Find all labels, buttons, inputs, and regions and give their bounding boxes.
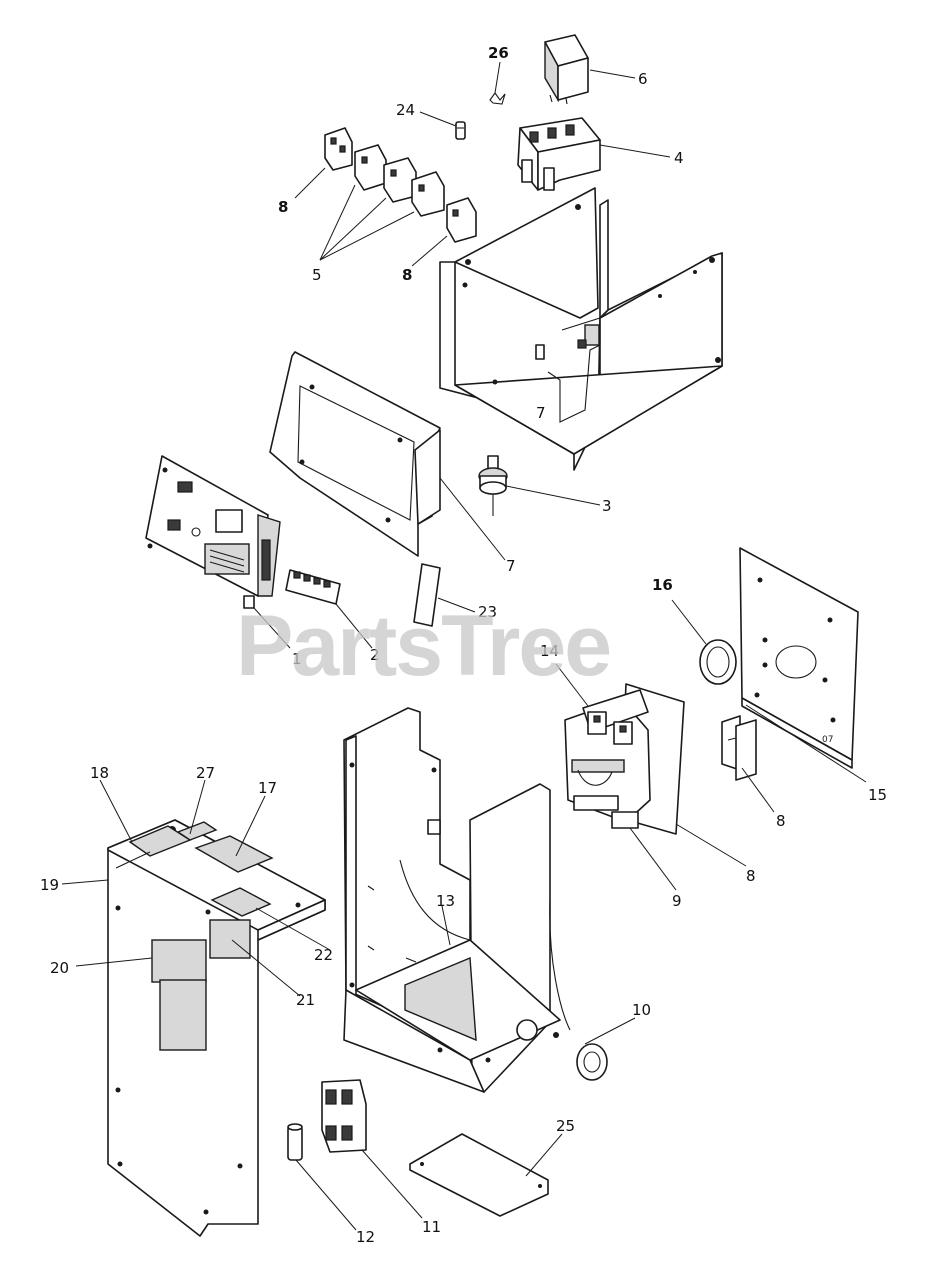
callout-3: 3 <box>602 497 612 515</box>
callout-8b: 8 <box>402 266 412 284</box>
part-6-relay[interactable] <box>544 34 589 105</box>
part-28-clip[interactable] <box>489 92 506 105</box>
callout-9: 8 <box>776 812 786 830</box>
part-12-grommet[interactable] <box>576 1043 608 1081</box>
part-8-terminal-end-b[interactable] <box>446 197 477 243</box>
callout-7b: 7 <box>506 557 516 575</box>
part-8-terminal-end-a[interactable] <box>324 127 353 171</box>
part-29-decal[interactable] <box>176 821 218 841</box>
callout-6: 6 <box>638 70 648 88</box>
callout-21: 19 <box>40 876 59 894</box>
callout-13: 11 <box>422 1218 441 1236</box>
part-26-screw[interactable] <box>455 121 466 140</box>
callout-labels: 26 6 24 4 8 5 8 7 3 7 23 1 2 16 14 15 8 … <box>40 44 887 1246</box>
callout-7a: 7 <box>536 404 546 422</box>
part-23-decal[interactable] <box>209 919 251 959</box>
part-9-clip[interactable] <box>721 715 757 781</box>
part-3-bushing[interactable] <box>478 455 508 516</box>
callout-8a: 8 <box>278 198 288 216</box>
callout-29: 27 <box>196 764 215 782</box>
callout-4: 4 <box>674 149 684 167</box>
callout-1: 1 <box>292 650 302 668</box>
part-17-side-panel[interactable]: 07 <box>739 547 859 769</box>
callout-20: 18 <box>90 764 109 782</box>
callout-5: 5 <box>312 266 322 284</box>
part-18-grommet[interactable] <box>699 639 737 685</box>
part-15-enclosure[interactable] <box>343 707 571 1093</box>
callout-19: 17 <box>258 779 277 797</box>
callout-14: 12 <box>356 1228 375 1246</box>
callout-23: 21 <box>296 991 315 1009</box>
part-27-cover-plate[interactable] <box>409 1133 549 1217</box>
part-7-bezel-frame[interactable] <box>269 351 441 557</box>
part-25-strip[interactable] <box>413 563 441 627</box>
callout-22: 20 <box>50 959 69 977</box>
svg-text:07: 07 <box>822 735 833 745</box>
part-4-relay-socket[interactable] <box>517 117 601 191</box>
part-11-coil[interactable] <box>611 811 639 829</box>
front-cover[interactable] <box>107 819 326 1237</box>
part-1-control-board[interactable] <box>145 455 281 609</box>
callout-12: 10 <box>632 1001 651 1019</box>
callout-17: 15 <box>868 786 887 804</box>
leader-lines <box>61 61 867 1231</box>
part-22-decal[interactable] <box>151 939 207 1051</box>
partstree-watermark: PartsTree <box>236 598 610 694</box>
part-14-fuse[interactable] <box>287 1123 303 1161</box>
part-5-terminal-blocks[interactable] <box>354 144 445 217</box>
part-21-decal[interactable] <box>115 851 151 869</box>
callout-24: 22 <box>314 946 333 964</box>
callout-15: 13 <box>436 892 455 910</box>
callout-2: 2 <box>370 646 380 664</box>
callout-16: 14 <box>540 642 559 660</box>
part-13-terminal-block[interactable] <box>321 1079 367 1153</box>
part-16-contactor[interactable] <box>564 689 651 823</box>
callout-10: 8 <box>746 867 756 885</box>
callout-18: 16 <box>652 576 673 594</box>
part-19-decal[interactable] <box>194 835 274 873</box>
part-24-decal[interactable] <box>210 887 272 917</box>
part-7-rear-bracket[interactable] <box>439 187 723 471</box>
callout-27: 25 <box>556 1117 575 1135</box>
callout-26: 24 <box>396 101 415 119</box>
callout-25: 23 <box>478 603 497 621</box>
callout-11: 9 <box>672 892 682 910</box>
callout-28: 26 <box>488 44 509 62</box>
